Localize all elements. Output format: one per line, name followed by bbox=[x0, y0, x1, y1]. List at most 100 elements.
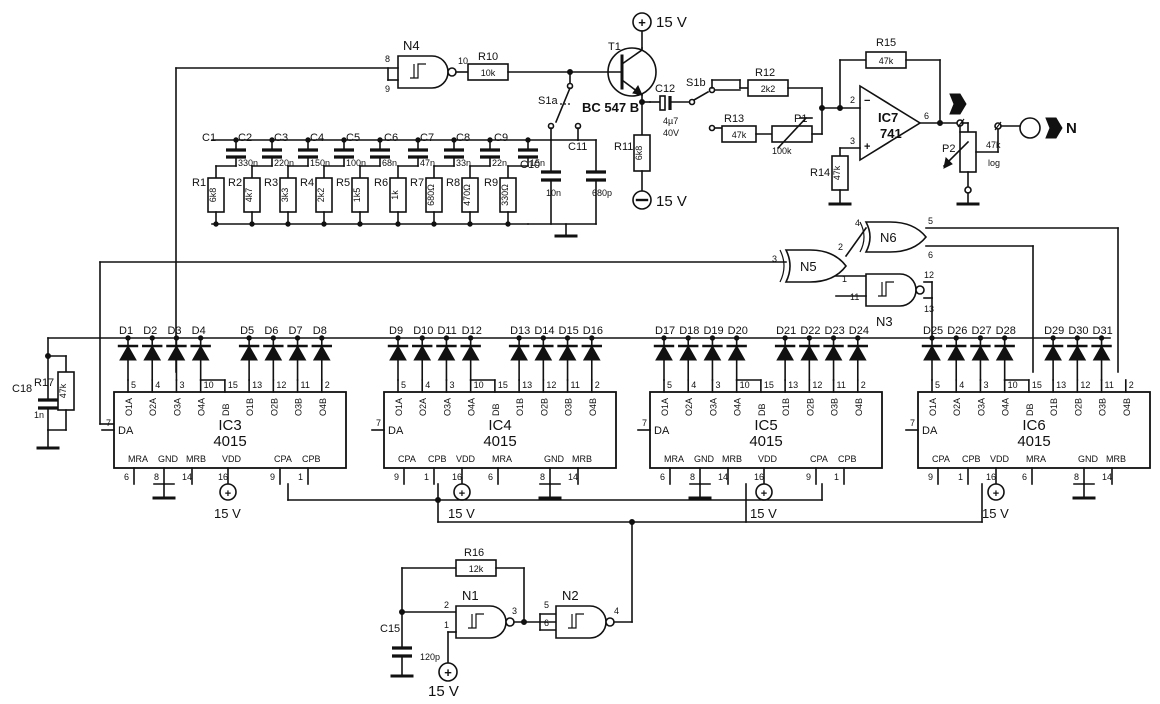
c8-value: 22n bbox=[492, 158, 507, 168]
ic7-ref: IC7 bbox=[878, 110, 898, 125]
diode-d7: D7 bbox=[287, 325, 308, 381]
diode-label: D30 bbox=[1068, 325, 1088, 337]
ic-bottom-pin: 6 bbox=[1022, 472, 1027, 482]
resistor-r12: 2k2 R12 bbox=[739, 67, 823, 109]
diode-label: D29 bbox=[1044, 325, 1064, 337]
diode-d4: D4 bbox=[190, 325, 211, 381]
diode-label: D23 bbox=[825, 325, 845, 337]
ic-bottom-label: CPA bbox=[932, 454, 950, 464]
diode-label: D17 bbox=[655, 325, 675, 337]
ic-bottom-label: GND bbox=[544, 454, 565, 464]
diode-label: D22 bbox=[800, 325, 820, 337]
diode-d11: D11 bbox=[436, 325, 457, 381]
ic-bottom-label: GND bbox=[1078, 454, 1099, 464]
ic-vdd-plus: + bbox=[761, 488, 767, 500]
resistor-r14: 47k R14 bbox=[810, 155, 852, 206]
ic-pin-number: 12 bbox=[546, 380, 556, 390]
ic-bottom-pin: 8 bbox=[690, 472, 695, 482]
svg-text:6: 6 bbox=[928, 250, 933, 260]
ic-pin-number: 15 bbox=[1032, 380, 1042, 390]
ic-pin-label: O4B bbox=[854, 398, 864, 416]
c1-value: 330n bbox=[238, 158, 258, 168]
ic-pin-number: 4 bbox=[691, 380, 696, 390]
ic-pin-label: O1B bbox=[515, 398, 525, 416]
diode-d9: D9 bbox=[387, 325, 409, 381]
ic-pin-label: O4B bbox=[588, 398, 598, 416]
ic-pin-number: 12 bbox=[812, 380, 822, 390]
r8-ref: R8 bbox=[446, 177, 460, 189]
ic-pin-label: O4B bbox=[318, 398, 328, 416]
ic-bottom-label: VDD bbox=[222, 454, 242, 464]
gate-n4: N4 8 9 10 bbox=[175, 38, 468, 373]
ic-pin-number: 10 bbox=[474, 380, 484, 390]
c3-value: 150n bbox=[310, 158, 330, 168]
ic-bottom-label: CPB bbox=[838, 454, 857, 464]
r6-ref: R6 bbox=[374, 177, 388, 189]
r16-value: 12k bbox=[469, 564, 484, 574]
ic-type: 4015 bbox=[749, 433, 782, 450]
ic-pin-label: O4A bbox=[1001, 398, 1011, 416]
ic-bottom-pin: 1 bbox=[834, 472, 839, 482]
n6-label: N6 bbox=[880, 230, 897, 245]
gate-n2: N2 5 6 4 bbox=[544, 588, 633, 639]
diode-d19: D19 bbox=[702, 325, 724, 381]
c2-value: 220n bbox=[274, 158, 294, 168]
c15-value: 120p bbox=[420, 652, 440, 662]
ic-pin-label: O2A bbox=[684, 398, 694, 416]
r14-ref: R14 bbox=[810, 167, 830, 179]
ic-bottom-label: VDD bbox=[456, 454, 476, 464]
c5-ref: C5 bbox=[346, 132, 360, 144]
capacitor-c10: C10 10n bbox=[520, 139, 561, 225]
diode-d8: D8 bbox=[311, 325, 332, 381]
ic-pin-number: 3 bbox=[715, 380, 720, 390]
ic-da-label: DA bbox=[388, 425, 404, 437]
r6-value: 1k bbox=[390, 190, 400, 200]
resistor-r17: 47k R17 bbox=[34, 355, 75, 449]
ic-pin-label: O4B bbox=[1122, 398, 1132, 416]
ic-pin-label: O1B bbox=[781, 398, 791, 416]
c5-value: 68n bbox=[382, 158, 397, 168]
c10-ref: C10 bbox=[520, 159, 540, 171]
ic-da-pin: 7 bbox=[376, 418, 381, 428]
ic-bottom-label: MRA bbox=[664, 454, 684, 464]
diode-d27: D27 bbox=[970, 325, 992, 381]
ic-ic3: IC34015DA7O1A5D1O2A4D2O3A3D3O4A10D4DB15O… bbox=[101, 325, 347, 521]
r13-value: 47k bbox=[732, 130, 747, 140]
r7-ref: R7 bbox=[410, 177, 424, 189]
svg-text:+: + bbox=[864, 141, 870, 153]
ic-bottom-pin: 9 bbox=[806, 472, 811, 482]
diode-label: D27 bbox=[971, 325, 991, 337]
c7-value: 33n bbox=[456, 158, 471, 168]
ic-pin-number: 5 bbox=[401, 380, 406, 390]
diode-label: D12 bbox=[462, 325, 482, 337]
ic-bottom-label: CPA bbox=[398, 454, 416, 464]
c12-ref: C12 bbox=[655, 83, 675, 95]
n1-label: N1 bbox=[462, 588, 479, 603]
ic-bottom-pin: 14 bbox=[1102, 472, 1112, 482]
ic-pin-label: DB bbox=[491, 403, 501, 416]
svg-text:1: 1 bbox=[842, 274, 847, 284]
ic-da-label: DA bbox=[654, 425, 670, 437]
svg-text:3: 3 bbox=[512, 606, 517, 616]
diode-d28: D28 bbox=[994, 325, 1016, 381]
diode-d31: D31 bbox=[1091, 325, 1113, 381]
c18-value: 1n bbox=[34, 410, 44, 420]
c12-rating: 40V bbox=[663, 128, 679, 138]
diode-d5: D5 bbox=[238, 325, 260, 381]
r12-value: 2k2 bbox=[761, 84, 776, 94]
ic-ref: IC6 bbox=[1022, 417, 1045, 434]
r1-ref: R1 bbox=[192, 177, 206, 189]
r5-value: 1k5 bbox=[352, 188, 362, 203]
ic7-type: 741 bbox=[880, 126, 902, 141]
c4-ref: C4 bbox=[310, 132, 324, 144]
ic-pin-number: 11 bbox=[1105, 380, 1114, 390]
ic-pin-number: 13 bbox=[522, 380, 532, 390]
svg-text:6: 6 bbox=[924, 111, 929, 121]
ic-pin-label: DB bbox=[1025, 403, 1035, 416]
ic-bottom-pin: 14 bbox=[718, 472, 728, 482]
diode-label: D9 bbox=[389, 325, 403, 337]
ic-pin-number: 15 bbox=[764, 380, 774, 390]
